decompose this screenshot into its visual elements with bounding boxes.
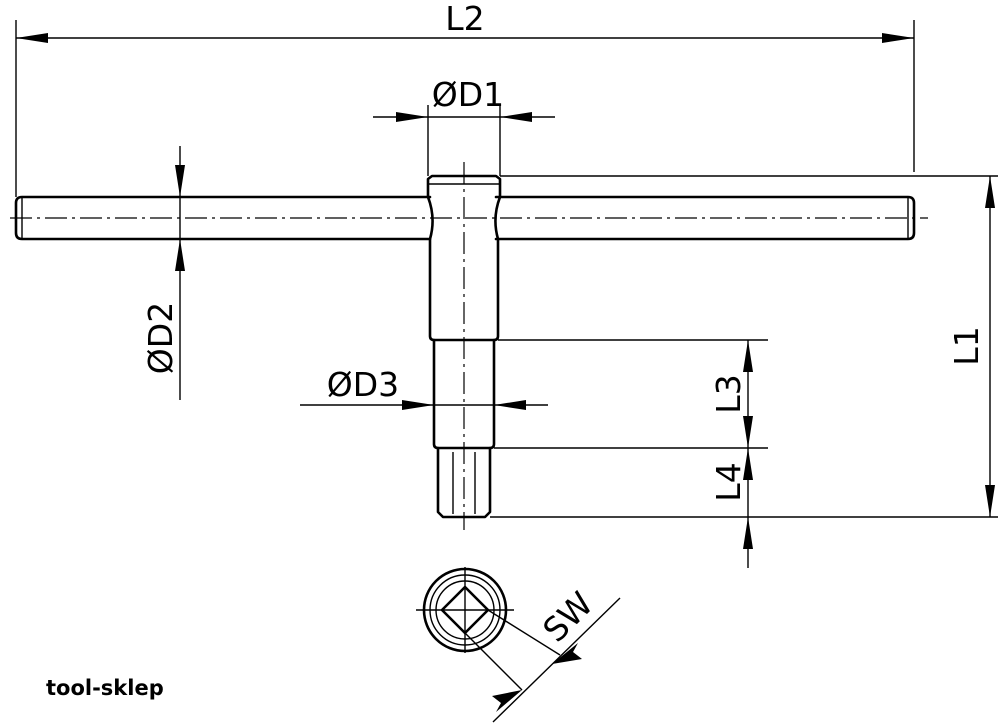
l3-label: L3 xyxy=(709,374,748,413)
brand-watermark: tool-sklep xyxy=(46,676,164,700)
d1-label: ØD1 xyxy=(432,75,504,114)
dimension-d3: ØD3 xyxy=(300,365,548,410)
dimension-d2: ØD2 xyxy=(141,146,185,400)
l1-label: L1 xyxy=(947,326,986,365)
d3-label: ØD3 xyxy=(327,365,399,404)
l2-label: L2 xyxy=(445,0,484,38)
end-view xyxy=(416,567,514,653)
sw-label: SW xyxy=(535,584,600,649)
dimension-l2: L2 xyxy=(15,0,915,197)
dimension-d1: ØD1 xyxy=(373,75,555,176)
dimension-sw: SW xyxy=(464,584,621,723)
center-lines xyxy=(10,162,928,530)
dimension-l1: L1 xyxy=(490,175,998,518)
l4-label: L4 xyxy=(709,462,748,501)
d2-label: ØD2 xyxy=(141,302,180,374)
dimension-l3-l4: L3 L4 xyxy=(494,339,768,568)
